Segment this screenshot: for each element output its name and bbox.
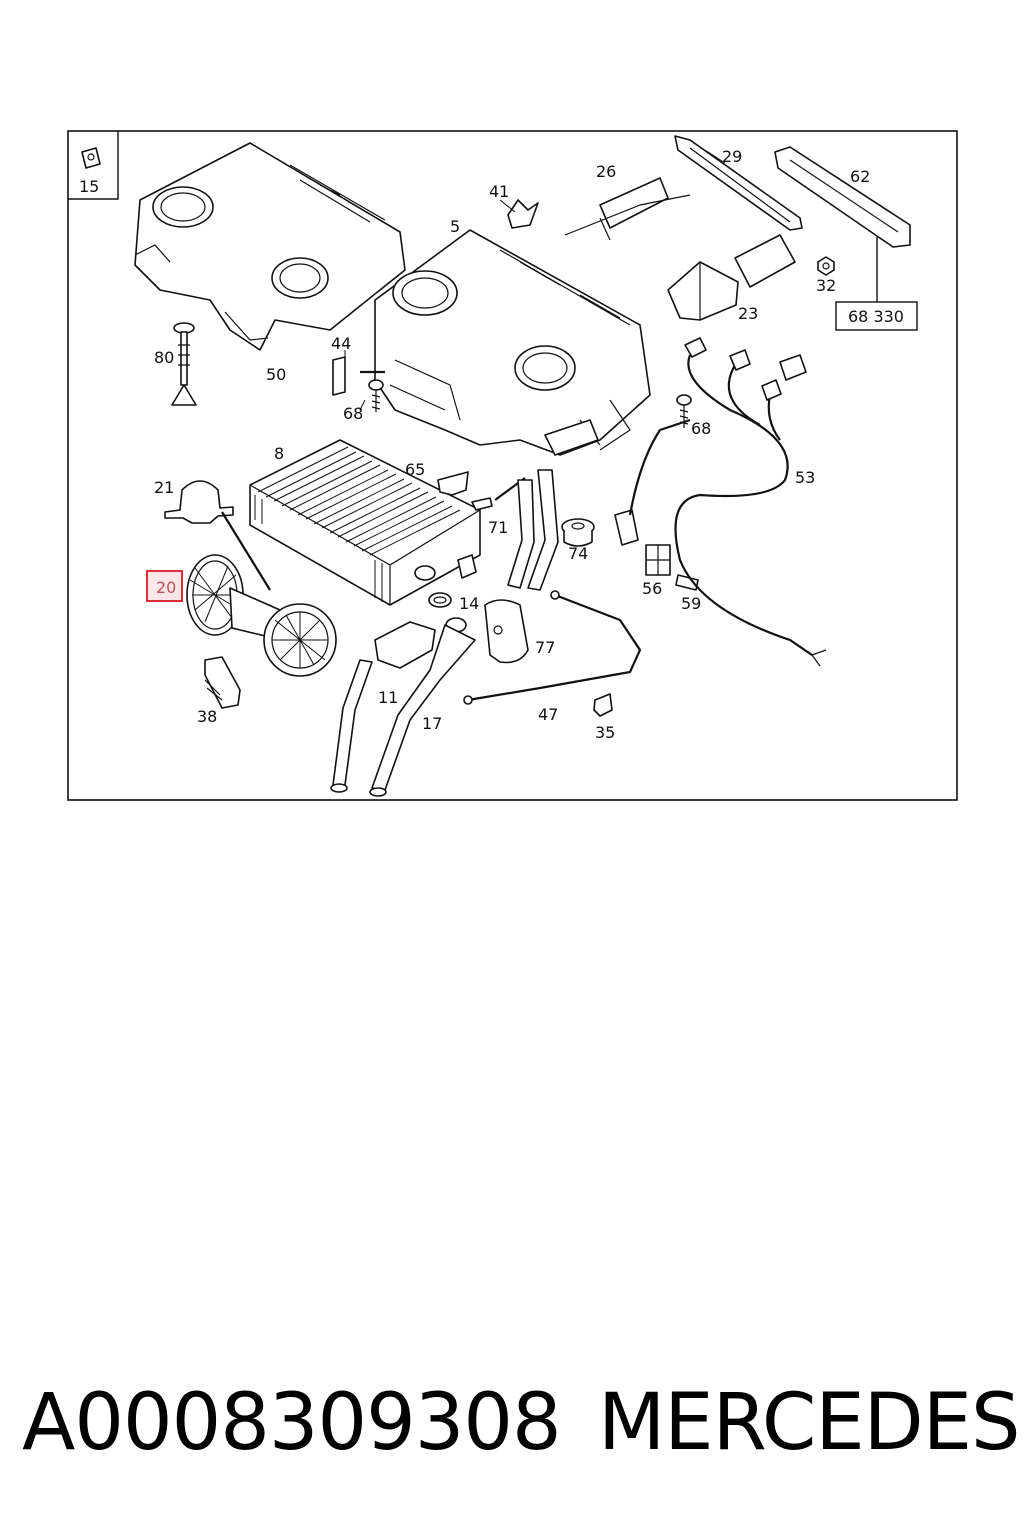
blower-motor: [186, 554, 337, 677]
label-23: 23: [738, 304, 758, 323]
label-80: 80: [154, 348, 174, 367]
label-8: 8: [274, 444, 284, 463]
label-68-right: 68: [691, 419, 711, 438]
label-11: 11: [378, 688, 398, 707]
clip-65: [437, 471, 469, 496]
clip-35: [593, 693, 613, 717]
label-47: 47: [538, 705, 558, 724]
cable-47: [463, 590, 642, 705]
wiring-harness: [674, 337, 827, 667]
label-15: 15: [79, 177, 99, 196]
label-68-left: 68: [343, 404, 363, 423]
highlighted-part-label: 20: [146, 570, 183, 602]
connector: [614, 509, 639, 546]
label-35: 35: [595, 723, 615, 742]
reference-box-label: 68 330: [848, 307, 904, 326]
label-44: 44: [331, 334, 351, 353]
coolant-pipes-upper: [507, 419, 599, 591]
valve-pipe-11: [330, 621, 436, 793]
brand-name: MERCEDES: [598, 1378, 1020, 1468]
label-5: 5: [450, 217, 460, 236]
diagram-frame: [67, 130, 958, 801]
part-number: A0008309308: [22, 1378, 562, 1468]
air-duct-housing: [134, 142, 406, 351]
pipe-17: [369, 624, 476, 797]
label-20: 20: [156, 578, 176, 597]
label-38: 38: [197, 707, 217, 726]
grommet-74: [561, 518, 595, 547]
flap-assembly-23: [667, 234, 796, 321]
clip-41: [507, 199, 539, 229]
heater-parts-diagram: 15: [67, 130, 958, 801]
label-74: 74: [568, 544, 588, 563]
switch-block-56: [645, 544, 671, 576]
seal-strip: [674, 135, 803, 231]
clamp-21: [164, 480, 234, 524]
flap-bracket: [564, 177, 691, 241]
corner-box: 15: [68, 131, 119, 200]
label-77: 77: [535, 638, 555, 657]
label-50: 50: [266, 365, 286, 384]
heater-housing: [374, 229, 651, 456]
bracket-71: [471, 477, 526, 511]
label-59: 59: [681, 594, 701, 613]
label-17: 17: [422, 714, 442, 733]
callout-labels: 29 62 26 41 5 32 23 80 50 44 68 68 8 65 …: [154, 147, 870, 742]
label-53: 53: [795, 468, 815, 487]
label-62: 62: [850, 167, 870, 186]
heater-core: [249, 439, 481, 606]
label-41: 41: [489, 182, 509, 201]
label-14: 14: [459, 594, 479, 613]
label-26: 26: [596, 162, 616, 181]
label-65: 65: [405, 460, 425, 479]
screw-68-left: [360, 370, 385, 412]
label-71: 71: [488, 518, 508, 537]
label-29: 29: [722, 147, 742, 166]
label-21: 21: [154, 478, 174, 497]
push-pin: [171, 322, 197, 406]
leader-lines: [344, 149, 726, 411]
label-32: 32: [816, 276, 836, 295]
bracket-44: [332, 356, 346, 396]
screw-68-right: [676, 394, 692, 428]
cover-77: [484, 599, 529, 664]
nut-32: [817, 256, 835, 276]
label-56: 56: [642, 579, 662, 598]
resistor-38: [204, 656, 241, 709]
flap-62: 68 330: [774, 146, 918, 331]
